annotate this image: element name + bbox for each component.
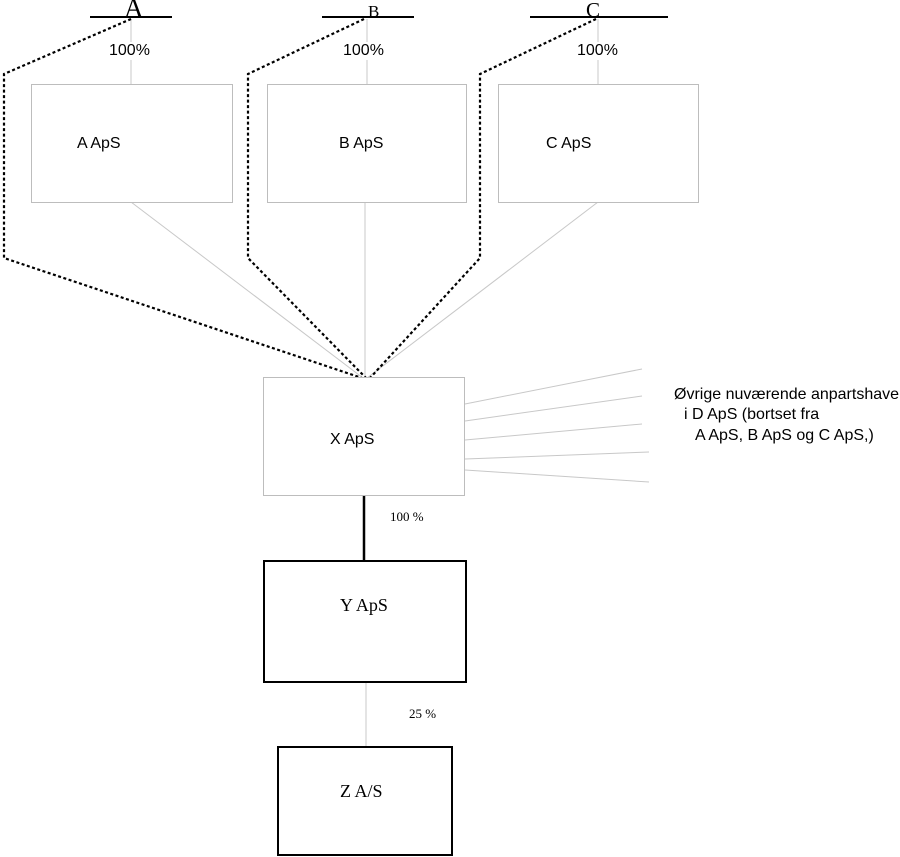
c-aps-to-x-line [366, 201, 599, 379]
other-holders-line-3: A ApS, B ApS og C ApS,) [695, 427, 874, 444]
x-aps-box: X ApS [263, 377, 465, 496]
owner-b-ownership: 100% [343, 42, 384, 60]
owner-b-label: B [368, 2, 380, 21]
y-ownership-label: 100 % [390, 509, 424, 524]
other-holder-line-1 [464, 368, 643, 405]
b-aps-box: B ApS [267, 84, 467, 203]
other-holder-line-3 [464, 423, 643, 441]
z-as-box: Z A/S [277, 746, 453, 856]
owner-a-label: A [124, 0, 144, 23]
other-holders-line-2: i D ApS (bortset fra [684, 406, 820, 423]
a-aps-label: A ApS [77, 135, 121, 152]
other-holder-line-2 [464, 395, 643, 422]
owner-b-dotted-line [246, 18, 367, 379]
y-aps-label: Y ApS [340, 595, 388, 615]
c-aps-label: C ApS [546, 135, 592, 152]
other-holders-line-1: Øvrige nuværende anpartshavere [674, 386, 900, 403]
other-holder-line-4 [464, 451, 650, 460]
y-aps-box: Y ApS [263, 560, 467, 683]
c-aps-box: C ApS [498, 84, 699, 203]
owner-c-ownership: 100% [577, 42, 618, 60]
b-aps-label: B ApS [339, 135, 384, 152]
a-aps-box: A ApS [31, 84, 233, 203]
other-holder-line-5 [464, 469, 650, 483]
owner-c-dotted-line [369, 18, 597, 379]
owner-a-ownership: 100% [109, 42, 150, 60]
z-ownership-label: 25 % [409, 706, 437, 721]
x-aps-label: X ApS [330, 431, 375, 448]
a-aps-to-x-line [130, 201, 364, 379]
z-as-label: Z A/S [340, 781, 383, 801]
owner-c-label: C [586, 0, 601, 22]
